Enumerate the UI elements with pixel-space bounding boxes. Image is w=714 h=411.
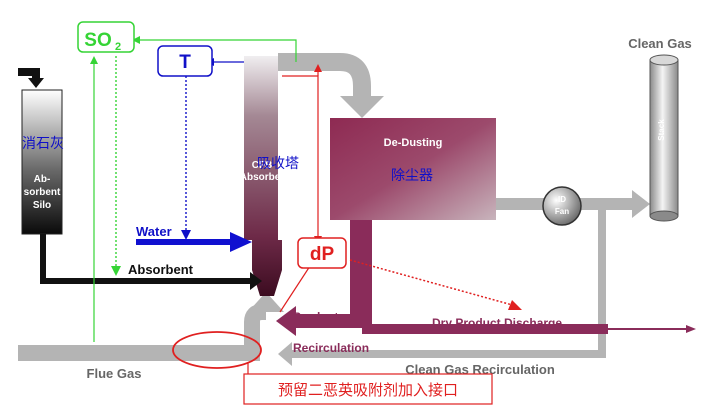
product-recirculation-label-line2: Recirculation: [293, 341, 369, 355]
absorbent-silo: [21, 89, 63, 235]
silo-label-line1: Ab-: [34, 174, 51, 185]
dedusting-cn-label: 除尘器: [391, 168, 433, 184]
temperature-control-loop: [181, 58, 244, 240]
stack-label: Stack: [657, 119, 666, 141]
reserved-port-label: 预留二恶英吸附剂加入接口: [278, 381, 458, 399]
clean-gas-recirculation-label: Clean Gas Recirculation: [405, 362, 555, 377]
dp-sensor: dP: [297, 237, 347, 269]
cfb-absorber: [244, 56, 282, 296]
product-recirculation-label-line1: Product: [293, 310, 338, 324]
absorber-cn-label: 吸收塔: [257, 156, 299, 172]
limestone-label: 消石灰: [22, 136, 64, 152]
absorbent-label: Absorbent: [128, 262, 194, 277]
temperature-label: T: [179, 52, 191, 73]
product-recirculation-line: [276, 220, 372, 336]
clean-gas-recirculation-line: [278, 204, 606, 366]
silo-feed-arrow: [18, 68, 44, 88]
absorbent-line: [40, 234, 262, 290]
fan-label-line1: ID: [558, 195, 566, 204]
flue-gas-line: [18, 292, 284, 361]
dp-control-loop: [279, 64, 522, 313]
absorber-label-line2: Absorber: [240, 172, 285, 183]
silo-label-line2: sorbent: [24, 187, 61, 198]
absorber-label-line1: CFB: [252, 160, 273, 171]
water-label: Water: [136, 224, 172, 239]
so2-control-loop: [90, 36, 297, 342]
dry-product-discharge-label: Dry Product Discharge: [432, 316, 562, 330]
dp-label: dP: [310, 244, 335, 265]
temperature-sensor: T: [157, 45, 213, 77]
fan-label-line2: Fan: [555, 207, 569, 216]
flue-gas-label: Flue Gas: [87, 366, 142, 381]
clean-gas-label: Clean Gas: [628, 36, 692, 51]
so2-label: SO: [84, 30, 111, 51]
so2-subscript: 2: [115, 41, 121, 53]
so2-analyzer: SO 2: [77, 21, 135, 53]
stack: [649, 54, 679, 222]
de-dusting-unit: [330, 118, 496, 220]
dry-product-discharge-line: [362, 324, 696, 334]
dedusting-label: De-Dusting: [384, 137, 443, 149]
absorber-outlet-duct: [278, 53, 384, 118]
reserved-port-callout: 预留二恶英吸附剂加入接口: [243, 373, 493, 405]
silo-label-line3: Silo: [33, 200, 51, 211]
reserved-port-marker: [172, 331, 262, 374]
water-line: [136, 232, 252, 252]
id-fan: [542, 186, 582, 226]
